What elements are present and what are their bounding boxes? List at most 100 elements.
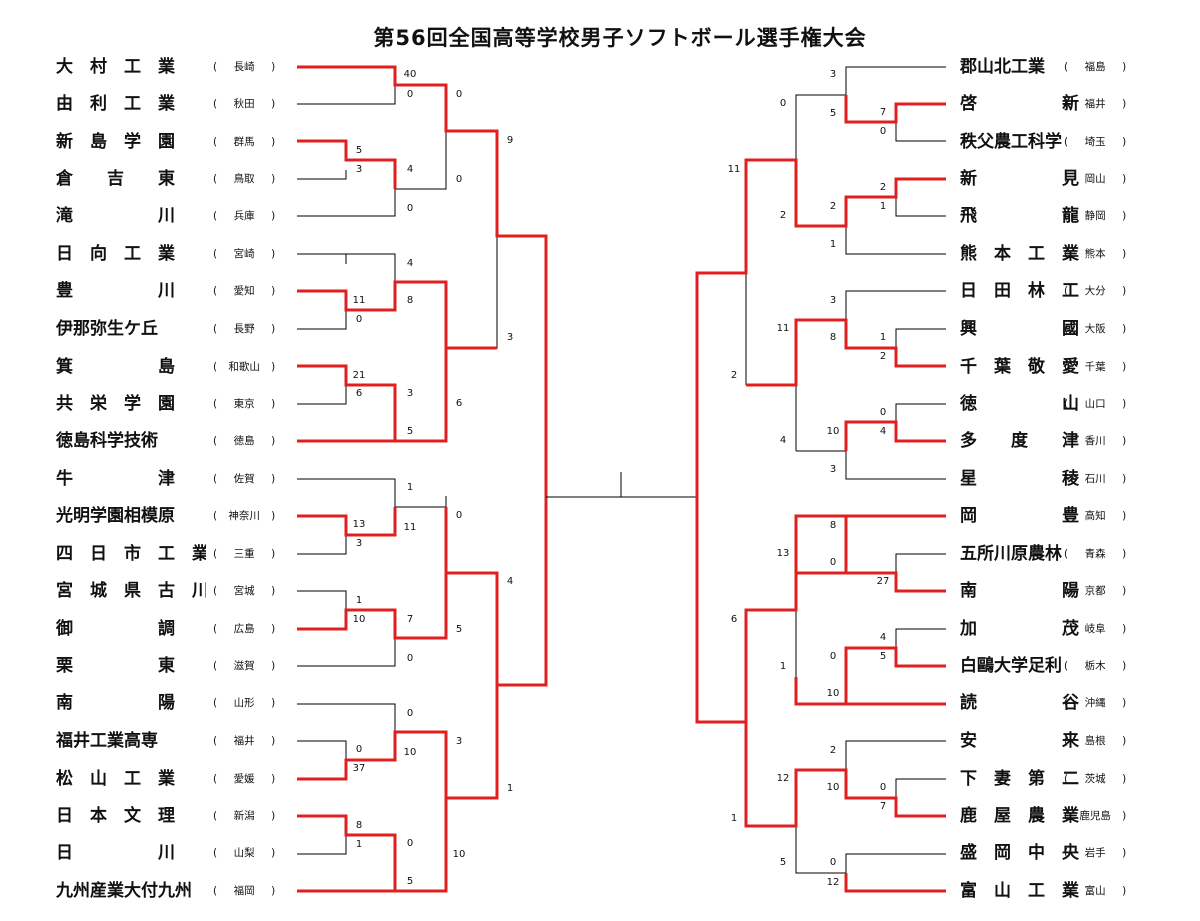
prefecture-label: (大分) (1064, 285, 1127, 297)
prefecture-label: (香川) (1064, 435, 1127, 447)
match-score: 7 (879, 107, 887, 118)
team-name: 四 日 市 工 業 (56, 544, 206, 564)
prefecture-label: (青森) (1064, 548, 1127, 560)
team-name: 栗 東 (56, 656, 175, 676)
match-score: 0 (879, 407, 887, 418)
prefecture-label: (福井) (213, 735, 276, 747)
prefecture-label: (島根) (1064, 735, 1127, 747)
match-score: 0 (455, 510, 463, 521)
prefecture-label: (愛知) (213, 285, 276, 297)
match-score: 5 (779, 857, 787, 868)
bracket-line (297, 590, 347, 610)
match-score: 11 (352, 295, 366, 306)
prefecture-label: (宮城) (213, 585, 276, 597)
prefecture-label: (山口) (1064, 398, 1127, 410)
match-score: 4 (406, 258, 414, 269)
prefecture-label: (福岡) (213, 885, 276, 897)
prefecture-label: (佐賀) (213, 473, 276, 485)
prefecture-label: (長崎) (213, 61, 276, 73)
team-name: 興 國 (960, 319, 1079, 339)
match-score: 1 (355, 595, 363, 606)
prefecture-label: (千葉) (1064, 361, 1127, 373)
prefecture-label: (熊本) (1064, 248, 1127, 260)
team-name: 日 向 工 業 (56, 244, 175, 264)
team-name: 豊 川 (56, 281, 175, 301)
prefecture-label: (埼玉) (1064, 136, 1127, 148)
match-score: 3 (829, 464, 837, 475)
team-name: 星 稜 (960, 469, 1079, 489)
match-score: 10 (403, 747, 417, 758)
team-name: 下 妻 第 二 (960, 769, 1079, 789)
bracket-line (895, 403, 946, 422)
bracket-line (844, 95, 946, 124)
bracket-line (297, 65, 548, 687)
prefecture-label: (群馬) (213, 136, 276, 148)
match-score: 12 (776, 773, 790, 784)
team-name: 九州産業大付九州 (56, 881, 192, 901)
bracket-line (895, 778, 946, 798)
team-name: 日 本 文 理 (56, 806, 175, 826)
bracket-line (395, 573, 447, 639)
prefecture-label: (三重) (213, 548, 276, 560)
match-score: 1 (506, 783, 514, 794)
prefecture-label: (京都) (1064, 585, 1127, 597)
prefecture-label: (山梨) (213, 847, 276, 859)
bracket-line (446, 236, 498, 349)
bracket-line (846, 571, 946, 593)
prefecture-label: (山形) (213, 697, 276, 709)
team-name: 伊那弥生ケ丘 (56, 319, 158, 339)
team-name: 南 陽 (960, 581, 1079, 601)
bracket-line (297, 507, 397, 537)
bracket-line (845, 740, 946, 770)
team-name: 新 島 学 園 (56, 132, 175, 152)
match-score: 5 (455, 624, 463, 635)
match-score: 12 (826, 877, 840, 888)
match-score: 3 (355, 164, 363, 175)
team-name: 五所川原農林 (960, 544, 1062, 564)
prefecture-label: (鳥取) (213, 173, 276, 185)
bracket-line (895, 628, 946, 648)
bracket-line (297, 85, 396, 105)
bracket-line (297, 703, 396, 732)
match-score: 2 (779, 210, 787, 221)
team-name: 福井工業高専 (56, 731, 158, 751)
team-name: 千 葉 敬 愛 (960, 357, 1079, 377)
prefecture-label: (徳島) (213, 435, 276, 447)
bracket-line (297, 740, 347, 760)
team-name: 徳島科学技術 (56, 431, 158, 451)
match-score: 37 (352, 763, 366, 774)
match-score: 0 (355, 744, 363, 755)
team-name: 鹿 屋 農 業 (960, 806, 1079, 826)
match-score: 4 (879, 426, 887, 437)
match-score: 2 (879, 351, 887, 362)
match-score: 27 (876, 576, 890, 587)
bracket-line (845, 66, 946, 95)
bracket-line (844, 873, 946, 893)
prefecture-label: (和歌山) (213, 361, 276, 373)
match-score: 6 (730, 614, 738, 625)
bracket-line (895, 197, 946, 217)
match-score: 21 (352, 370, 366, 381)
tournament-title: 第56回全国高等学校男子ソフトボール選手権大会 (373, 26, 867, 50)
bracket-line (844, 420, 946, 451)
team-name: 熊 本 工 業 (960, 244, 1079, 264)
team-name: 由 利 工 業 (56, 94, 175, 114)
match-score: 11 (776, 323, 790, 334)
match-score: 10 (826, 426, 840, 437)
match-score: 1 (879, 201, 887, 212)
prefecture-label: (福井) (1064, 98, 1127, 110)
prefecture-label: (高知) (1064, 510, 1127, 522)
match-score: 40 (403, 69, 417, 80)
team-name: 箕 島 (56, 357, 175, 377)
bracket-line (395, 131, 447, 190)
prefecture-label: (鹿児島) (1064, 810, 1127, 822)
match-score: 11 (403, 522, 417, 533)
match-score: 11 (727, 164, 741, 175)
team-name: 秩父農工科学 (960, 132, 1062, 152)
match-score: 6 (355, 388, 363, 399)
prefecture-label: (滋賀) (213, 660, 276, 672)
match-score: 0 (779, 98, 787, 109)
match-score: 0 (406, 203, 414, 214)
match-score: 4 (506, 576, 514, 587)
bracket-line (845, 451, 946, 480)
